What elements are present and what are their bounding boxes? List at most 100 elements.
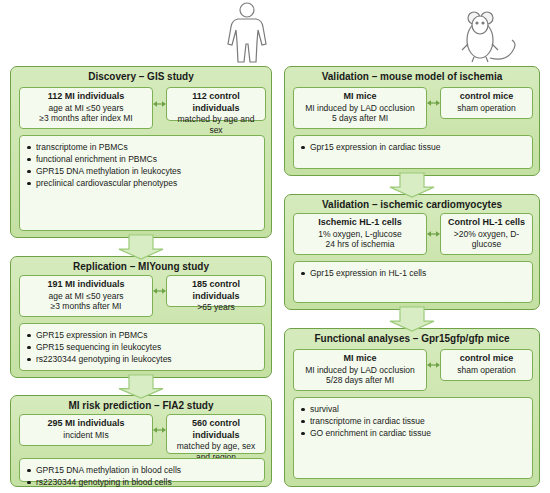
analysis-list: survivaltranscriptome in cardiac tissueG… — [293, 397, 533, 479]
cohort-box: 112 control individualsmatched by age an… — [166, 87, 266, 121]
box-text: ≥3 months after MI — [23, 301, 149, 312]
box-heading: 295 MI individuals — [23, 418, 149, 430]
bullet-dot — [27, 346, 31, 350]
text: matched by age and sex — [177, 114, 254, 135]
text: 5 days after MI — [332, 113, 388, 123]
bullet-item: transcriptome in PBMCs — [26, 141, 258, 153]
human-icon — [228, 3, 266, 62]
text: GPR15 sequencing in leukocytes — [36, 342, 161, 352]
text: 1% oxygen, L-glucose — [318, 229, 402, 239]
bullet-item: GPR15 expression in PBMCs — [26, 329, 258, 341]
bullet-dot — [27, 146, 31, 150]
bullet-dot — [27, 182, 31, 186]
box-text: matched by age and sex — [170, 114, 262, 135]
bullet-dot — [301, 420, 305, 424]
cohort-box: Control HL-1 cells>20% oxygen, D-glucose — [440, 213, 533, 255]
box-text: sham operation — [444, 103, 529, 114]
box-text: >20% oxygen, D-glucose — [444, 229, 529, 250]
text: Discovery – GIS study — [88, 71, 194, 82]
box-text: MI induced by LAD occlusion — [297, 103, 423, 114]
text: Validation – mouse model of ischemia — [322, 71, 503, 82]
text: Ischemic HL-1 cells — [318, 217, 402, 227]
study-panel: Validation – ischemic cardiomyocytesIsch… — [284, 194, 540, 310]
panel-title: Validation – mouse model of ischemia — [285, 67, 539, 82]
bullet-item: GPR15 DNA methylation in leukocytes — [26, 165, 258, 177]
analysis-list: Gpr15 expression in cardiac tissue — [293, 135, 533, 169]
text: ≥3 months after index MI — [39, 113, 132, 123]
box-text: >65 years — [170, 302, 262, 313]
text: rs2230344 genotyping in leukocytes — [36, 354, 172, 364]
text: MI induced by LAD occlusion — [305, 103, 415, 113]
analysis-list: GPR15 expression in PBMCsGPR15 sequencin… — [19, 323, 265, 371]
study-panel: MI risk prediction – FIA2 study 295 MI in… — [10, 395, 272, 487]
text: control mice — [460, 91, 514, 101]
bullet-item: transcriptome in cardiac tissue — [300, 415, 526, 427]
text: Gpr15 expression in cardiac tissue — [310, 142, 440, 152]
text: functional enrichment in PBMCs — [36, 154, 157, 164]
bullet-dot — [27, 358, 31, 362]
text: sham operation — [457, 365, 516, 375]
bullet-item: survival — [300, 403, 526, 415]
text: ≥3 months after MI — [51, 301, 122, 311]
box-text: 1% oxygen, L-glucose — [297, 229, 423, 240]
cohort-box: 185 control individuals>65 years — [166, 275, 266, 307]
cohort-box: 112 MI individuals age at MI ≤50 years≥3 … — [19, 87, 153, 129]
text: 112 MI individuals — [48, 91, 125, 101]
panel-title: Discovery – GIS study — [11, 67, 271, 82]
box-heading: MI mice — [297, 91, 423, 103]
bullet-item: rs2230344 genotyping in blood cells — [26, 476, 258, 488]
box-text: ≥3 months after index MI — [23, 113, 149, 124]
panel-title: Functional analyses – Gpr15gfp/gfp mice — [285, 329, 539, 344]
cohort-box: 560 control individualsmatched by age, s… — [166, 414, 266, 454]
text: >20% oxygen, D-glucose — [454, 229, 519, 250]
text: transcriptome in PBMCs — [36, 142, 128, 152]
text: MI mice — [343, 353, 376, 363]
text: Gpr15 expression in HL-1 cells — [310, 268, 426, 278]
cohort-box: 295 MI individualsincident MIs — [19, 414, 153, 446]
bullet-dot — [301, 432, 305, 436]
study-panel: Discovery – GIS study 112 MI individuals a… — [10, 66, 272, 238]
panel-title: MI risk prediction – FIA2 study — [11, 396, 271, 411]
analysis-list: GPR15 DNA methylation in blood cellsrs22… — [19, 458, 265, 482]
study-panel: Functional analyses – Gpr15gfp/gfp miceM… — [284, 328, 540, 487]
bullet-dot — [27, 170, 31, 174]
bullet-dot — [27, 158, 31, 162]
text: GPR15 DNA methylation in blood cells — [36, 465, 181, 475]
text: rs2230344 genotyping in blood cells — [36, 477, 172, 487]
box-heading: 185 control individuals — [170, 279, 262, 302]
text: incident MIs — [63, 430, 108, 440]
text: 24 hrs of ischemia — [326, 239, 395, 249]
box-text: age at MI ≤50 years — [23, 291, 149, 302]
box-text: MI induced by LAD occlusion — [297, 365, 423, 376]
text: >65 years — [197, 302, 235, 312]
cohort-box: Ischemic HL-1 cells 1% oxygen, L-glucose2… — [293, 213, 427, 255]
text: Functional analyses – Gpr15gfp/gfp mice — [314, 333, 509, 344]
bullet-dot — [27, 481, 31, 485]
text: GO enrichment in cardiac tissue — [310, 428, 431, 438]
bullet-dot — [27, 469, 31, 473]
bullet-item: preclinical cardiovascular phenotypes — [26, 177, 258, 189]
box-text: 24 hrs of ischemia — [297, 239, 423, 250]
box-text: sham operation — [444, 365, 529, 376]
bullet-dot — [301, 272, 305, 276]
bullet-item: GO enrichment in cardiac tissue — [300, 427, 526, 439]
box-heading: control mice — [444, 353, 529, 365]
text: GPR15 DNA methylation in leukocytes — [36, 166, 181, 176]
bullet-dot — [301, 408, 305, 412]
text: 185 control individuals — [192, 279, 240, 301]
box-text: 5/28 days after MI — [297, 375, 423, 386]
cohort-box: MI mice MI induced by LAD occlusion5/28 d… — [293, 349, 427, 391]
text: MI mice — [343, 91, 376, 101]
mouse-icon — [462, 12, 515, 62]
text: control mice — [460, 353, 514, 363]
bullet-item: Gpr15 expression in HL-1 cells — [300, 267, 526, 279]
text: 5/28 days after MI — [326, 375, 394, 385]
text: Validation – ischemic cardiomyocytes — [322, 199, 502, 210]
text: transcriptome in cardiac tissue — [310, 416, 425, 426]
bullet-item: GPR15 DNA methylation in blood cells — [26, 464, 258, 476]
study-panel: Replication – MIYoung study191 MI indivi… — [10, 256, 272, 378]
box-text: age at MI ≤50 years — [23, 103, 149, 114]
cohort-box: MI mice MI induced by LAD occlusion5 days… — [293, 87, 427, 129]
text: preclinical cardiovascular phenotypes — [36, 178, 177, 188]
text: GPR15 expression in PBMCs — [36, 330, 148, 340]
